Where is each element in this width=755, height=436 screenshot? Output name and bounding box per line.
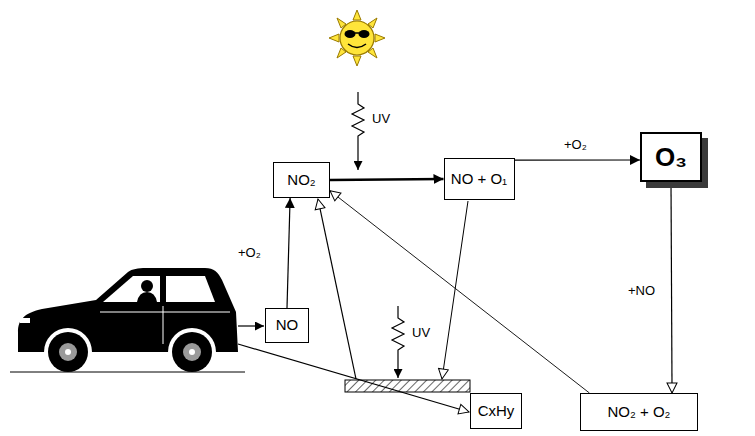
- reaction-arrow: [330, 191, 589, 393]
- hatched-surface: [345, 380, 470, 392]
- uv-ray: [392, 306, 404, 378]
- product-box: O₃: [640, 132, 702, 182]
- species-box: NO₂: [273, 162, 330, 198]
- reaction-arrow: [318, 199, 356, 379]
- reagent-label: +NO: [626, 284, 657, 298]
- reaction-arrow: [671, 182, 672, 393]
- species-label: NO + O₁: [451, 171, 507, 188]
- exhaust-arrow: [238, 344, 469, 412]
- uv-label: UV: [370, 112, 392, 126]
- species-box: NO₂ + O₂: [580, 393, 698, 431]
- reaction-arrow: [330, 179, 444, 180]
- species-label: CxHy: [478, 403, 515, 420]
- reagent-label: +O₂: [562, 138, 589, 152]
- species-label: NO₂ + O₂: [608, 404, 671, 421]
- reaction-arrow: [515, 159, 641, 160]
- species-label: O₃: [655, 143, 687, 172]
- species-label: NO: [276, 317, 299, 334]
- car-illustration: [10, 268, 245, 376]
- sun-icon: [329, 10, 385, 66]
- species-box: CxHy: [470, 393, 522, 429]
- species-label: NO₂: [287, 172, 315, 189]
- species-box: NO: [265, 308, 309, 343]
- uv-ray: [352, 92, 364, 170]
- reaction-arrow: [287, 198, 290, 308]
- species-box: NO + O₁: [444, 158, 515, 200]
- reaction-arrow: [442, 201, 468, 379]
- uv-label: UV: [410, 326, 432, 340]
- exhaust-arrow: [238, 325, 264, 326]
- reagent-label: +O₂: [236, 246, 263, 260]
